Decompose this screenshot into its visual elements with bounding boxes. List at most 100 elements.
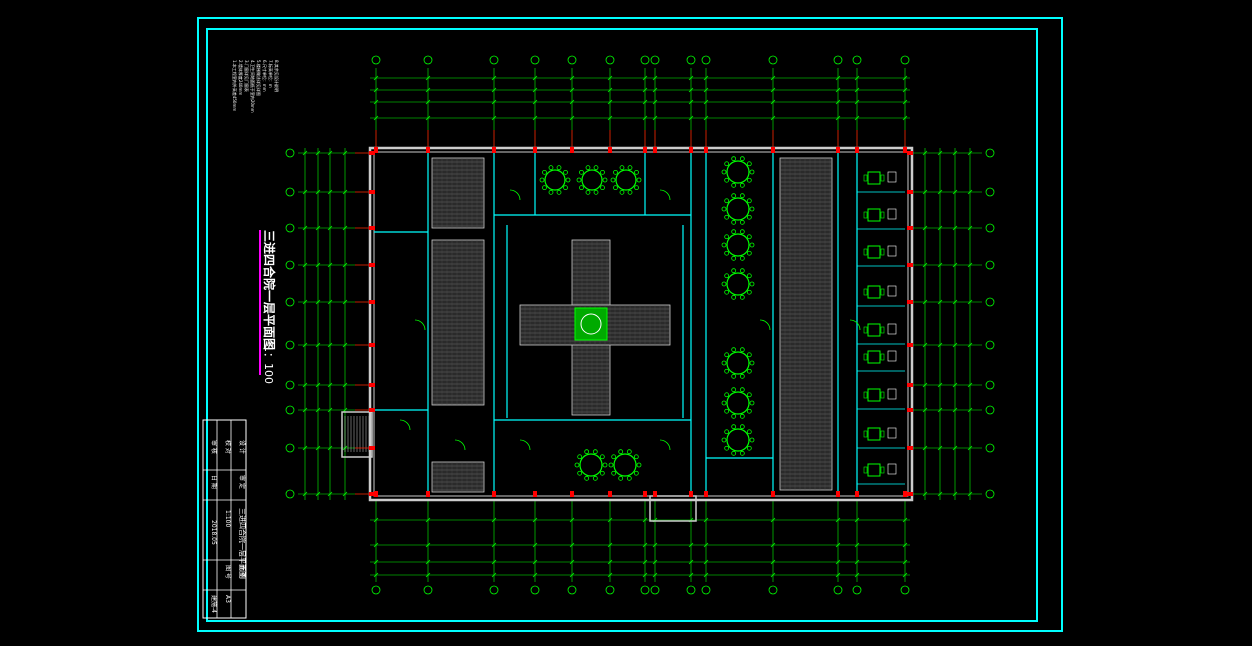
dimension-tick: [373, 75, 379, 81]
chair: [731, 219, 737, 225]
dimension-tick: [491, 87, 497, 93]
chair: [863, 391, 868, 399]
dimension-tick: [937, 445, 943, 451]
chair: [863, 430, 868, 438]
dimension-tick: [967, 225, 973, 231]
dimension-tick: [532, 542, 538, 548]
chair: [749, 400, 755, 406]
dimension-tick: [937, 342, 943, 348]
chair: [626, 449, 632, 455]
dimension-tick: [315, 407, 321, 413]
dimension-tick: [854, 115, 860, 121]
dimension-tick: [607, 75, 613, 81]
chair: [863, 353, 868, 361]
chair: [721, 169, 727, 175]
dimension-tick: [937, 150, 943, 156]
dimension-tick: [922, 445, 928, 451]
chair: [731, 373, 737, 379]
chair: [599, 454, 605, 460]
dimension-tick: [342, 150, 348, 156]
column: [492, 491, 496, 497]
axis-bubble: [285, 223, 295, 233]
chair: [739, 413, 745, 419]
dimension-tick: [607, 542, 613, 548]
axis-bubble: [371, 585, 381, 595]
dimension-tick: [642, 542, 648, 548]
dimension-tick: [967, 342, 973, 348]
chair: [746, 445, 752, 451]
dimension-tick: [302, 299, 308, 305]
dimension-tick: [342, 342, 348, 348]
title-block-project: 三进四合院一层平面图: [238, 508, 247, 578]
chair: [731, 413, 737, 419]
round-table: [613, 453, 637, 477]
dimension-tick: [688, 99, 694, 105]
axis-bubble: [605, 585, 615, 595]
dimension-tick: [902, 115, 908, 121]
axis-bubble: [686, 585, 696, 595]
cabinet: [887, 350, 897, 362]
note-line: 4.卫生间地面低于室内20mm: [250, 60, 256, 113]
column: [492, 147, 496, 153]
dimension-tick: [937, 262, 943, 268]
chair: [724, 445, 730, 451]
dimension-tick: [952, 342, 958, 348]
central-ornament: [574, 307, 608, 341]
dimension-tick: [952, 225, 958, 231]
dimension-tick: [532, 559, 538, 565]
cabinet: [887, 285, 897, 297]
dimension-tick: [315, 189, 321, 195]
chair: [602, 462, 608, 468]
dimension-tick: [703, 75, 709, 81]
axis-bubble: [423, 55, 433, 65]
cabinet: [887, 427, 897, 439]
axis-bubble: [489, 55, 499, 65]
dimension-tick: [652, 542, 658, 548]
column: [533, 147, 537, 153]
chair: [618, 449, 624, 455]
dimension-tick: [373, 559, 379, 565]
round-table: [544, 169, 566, 191]
dimension-tick: [922, 299, 928, 305]
chair: [721, 206, 727, 212]
dimension-tick: [902, 559, 908, 565]
chair: [880, 466, 885, 474]
dimension-tick: [952, 445, 958, 451]
door-swing: [849, 319, 861, 331]
chair: [584, 449, 590, 455]
axis-bubble: [686, 55, 696, 65]
dimension-tick: [315, 445, 321, 451]
dimension-tick: [327, 491, 333, 497]
dimension-tick: [703, 517, 709, 523]
dimension-tick: [937, 407, 943, 413]
chair: [721, 242, 727, 248]
dimension-tick: [688, 572, 694, 578]
axis-bubble: [852, 55, 862, 65]
square-table: [867, 323, 881, 337]
chair: [731, 347, 737, 353]
dimension-tick: [642, 75, 648, 81]
dimension-tick: [854, 99, 860, 105]
chair: [724, 214, 730, 220]
dimension-tick: [922, 189, 928, 195]
axis-bubble: [985, 223, 995, 233]
dimension-tick: [491, 99, 497, 105]
chair: [739, 347, 745, 353]
dimension-tick: [703, 559, 709, 565]
dimension-tick: [532, 87, 538, 93]
axis-bubble: [605, 55, 615, 65]
dimension-tick: [342, 262, 348, 268]
column: [907, 446, 913, 450]
axis-bubble: [640, 55, 650, 65]
chair: [593, 189, 599, 195]
square-table: [867, 208, 881, 222]
column: [907, 343, 913, 347]
axis-bubble: [371, 55, 381, 65]
square-table: [867, 171, 881, 185]
dimension-tick: [854, 572, 860, 578]
chair: [880, 288, 885, 296]
note-line: 8.其余见设计说明: [274, 60, 280, 92]
dimension-tick: [315, 225, 321, 231]
dimension-tick: [854, 517, 860, 523]
chair: [749, 281, 755, 287]
